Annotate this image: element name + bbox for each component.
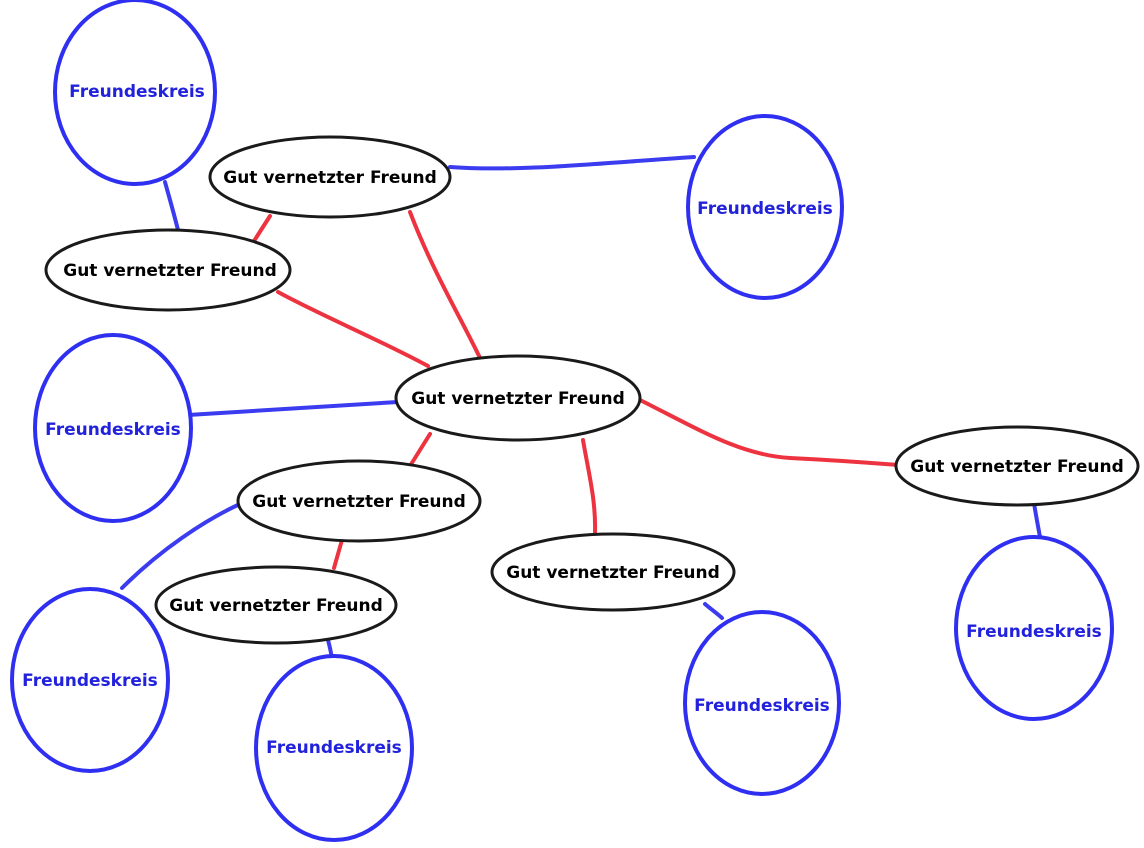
friend-ellipse: [236, 459, 482, 543]
node-label: Freundeskreis: [22, 671, 158, 691]
node-label: Gut vernetzter Freund: [169, 596, 383, 616]
edge-lower-left-bottom-left: [332, 538, 344, 570]
edge-upper-left-circle-top-left: [163, 180, 180, 232]
node-circle-bottom-right: Freundeskreis: [683, 610, 841, 796]
node-friend-bottom-left: Gut vernetzter Freund: [154, 565, 398, 645]
edge-lower-left-circle-bottom-left: [120, 502, 242, 590]
edge-top-circle-top-right: [448, 155, 696, 171]
node-friend-upper-left: Gut vernetzter Freund: [44, 228, 292, 312]
circle-ellipse: [686, 114, 844, 300]
edge-center-upper-left: [276, 290, 430, 368]
circle-ellipse: [33, 333, 193, 523]
node-circle-bottom-left: Freundeskreis: [10, 587, 170, 773]
edge-center-top: [408, 210, 482, 360]
friend-ellipse: [394, 354, 642, 442]
node-friend-center: Gut vernetzter Freund: [394, 354, 642, 442]
edge-center-lower-left: [408, 432, 432, 468]
node-label: Gut vernetzter Freund: [63, 261, 277, 281]
node-label: Freundeskreis: [45, 420, 181, 440]
node-label: Freundeskreis: [694, 696, 830, 716]
circle-ellipse: [254, 654, 414, 842]
edges: [120, 155, 1042, 664]
edge-center-right: [638, 398, 900, 467]
node-label: Gut vernetzter Freund: [910, 457, 1124, 477]
node-circle-top-left: Freundeskreis: [53, 0, 217, 186]
node-circle-bottom-center: Freundeskreis: [254, 654, 414, 842]
edge-bottom-middle-circle-bottom-right: [703, 602, 724, 620]
node-label: Freundeskreis: [697, 199, 833, 219]
edge-top-upper-left: [252, 214, 272, 243]
node-friend-lower-left: Gut vernetzter Freund: [236, 459, 482, 543]
friend-ellipse: [208, 135, 452, 219]
node-friend-bottom-middle: Gut vernetzter Freund: [490, 532, 736, 612]
circle-ellipse: [683, 610, 841, 796]
friend-ellipse: [490, 532, 736, 612]
node-label: Gut vernetzter Freund: [223, 168, 437, 188]
node-label: Gut vernetzter Freund: [411, 389, 625, 409]
circle-ellipse: [954, 535, 1114, 721]
node-label: Freundeskreis: [266, 738, 402, 758]
node-label: Gut vernetzter Freund: [506, 563, 720, 583]
node-friend-top: Gut vernetzter Freund: [208, 135, 452, 219]
node-friend-right: Gut vernetzter Freund: [894, 425, 1140, 507]
friend-ellipse: [154, 565, 398, 645]
node-circle-middle-left: Freundeskreis: [33, 333, 193, 523]
edge-right-circle-right: [1032, 501, 1042, 539]
node-circle-top-right: Freundeskreis: [686, 114, 844, 300]
node-label: Freundeskreis: [966, 622, 1102, 642]
node-label: Freundeskreis: [69, 82, 205, 102]
circle-ellipse: [53, 0, 217, 186]
circle-ellipse: [10, 587, 170, 773]
friend-ellipse: [44, 228, 292, 312]
edge-center-circle-middle-left: [186, 400, 400, 417]
node-label: Gut vernetzter Freund: [252, 492, 466, 512]
friend-ellipse: [894, 425, 1140, 507]
edge-center-bottom-middle: [581, 438, 598, 534]
node-circle-right: Freundeskreis: [954, 535, 1114, 721]
